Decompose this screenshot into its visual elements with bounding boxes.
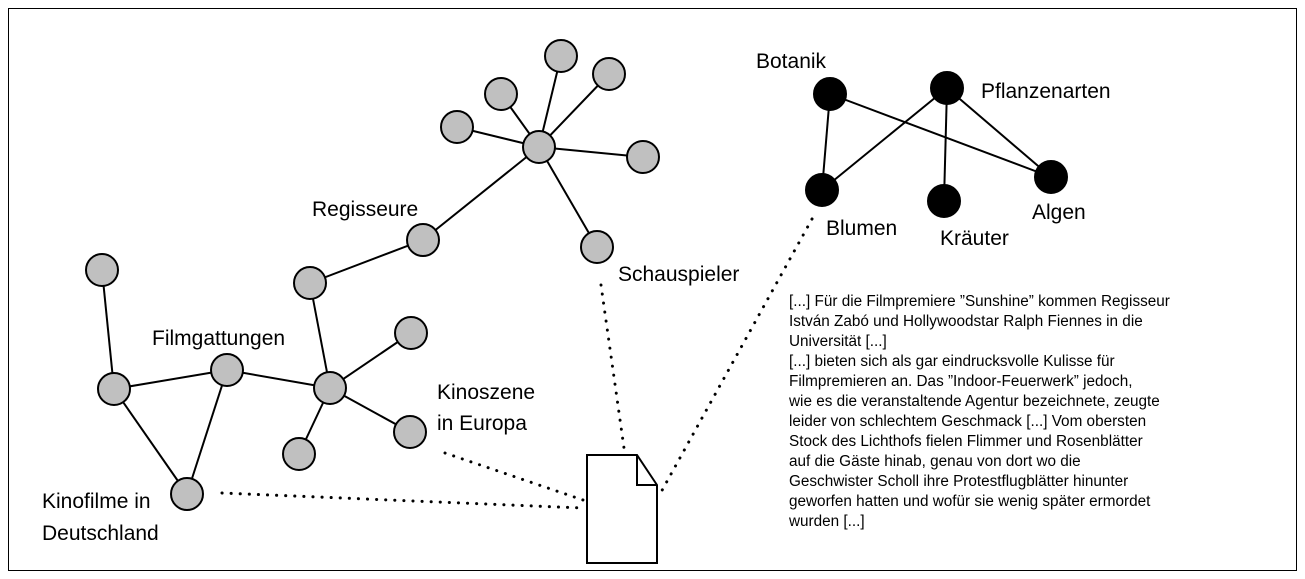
excerpt-line: Geschwister Scholl ihre Protestflugblätt… xyxy=(789,473,1128,490)
edge xyxy=(946,87,1052,178)
excerpt-line: auf die Gäste hinab, genau von dort wo d… xyxy=(789,453,1081,470)
dotted-connector xyxy=(443,451,585,502)
dotted-connector xyxy=(599,283,626,450)
excerpt-line: geworfen hatten und wofür sie wenig spät… xyxy=(789,493,1151,510)
label-kinoszene-line2: in Europa xyxy=(437,412,527,435)
edge xyxy=(829,93,1052,178)
film-node-hub-2 xyxy=(313,371,347,405)
film-node-hub xyxy=(522,130,556,164)
label-pflanzenarten: Pflanzenarten xyxy=(981,80,1111,103)
botany-nodes xyxy=(805,71,1068,218)
film-network-edges xyxy=(101,55,644,495)
label-schauspieler: Schauspieler xyxy=(618,263,739,286)
film-node xyxy=(85,253,119,287)
label-kraeuter: Kräuter xyxy=(940,227,1009,250)
excerpt-line: [...] Für die Filmpremiere ”Sunshine” ko… xyxy=(789,293,1170,310)
edge xyxy=(186,369,228,495)
text-excerpt: [...] Für die Filmpremiere ”Sunshine” ko… xyxy=(788,293,1170,530)
edge xyxy=(309,239,424,284)
label-botanik: Botanik xyxy=(756,50,827,73)
film-node xyxy=(626,140,660,174)
label-kinoszene-line1: Kinoszene xyxy=(437,381,535,404)
botany-network-edges xyxy=(821,87,1052,202)
film-node xyxy=(484,77,518,111)
excerpt-line: wurden [...] xyxy=(788,513,865,530)
excerpt-line: wie es die veranstaltende Agentur bezeic… xyxy=(788,393,1160,410)
edge xyxy=(538,146,644,158)
film-node-kinoszene xyxy=(393,415,427,449)
excerpt-line: leider von schlechtem Geschmack [...] Vo… xyxy=(789,413,1146,430)
label-regisseure: Regisseure xyxy=(312,198,418,221)
edge xyxy=(113,369,228,390)
film-node xyxy=(592,57,626,91)
film-node-filmgattungen xyxy=(210,353,244,387)
edge xyxy=(309,282,331,389)
excerpt-line: Universität [...] xyxy=(789,333,887,350)
edge xyxy=(101,269,115,390)
excerpt-line: Stock des Lichthofs fielen Flimmer und R… xyxy=(789,433,1143,450)
excerpt-line: István Zabó und Hollywoodstar Ralph Fien… xyxy=(789,313,1143,330)
label-kinofilme-line2: Deutschland xyxy=(42,522,159,545)
botany-node-blumen xyxy=(805,173,839,207)
edge xyxy=(113,388,188,495)
excerpt-line: Filmpremieren an. Das ”Indoor-Feuerwerk”… xyxy=(789,373,1132,390)
label-algen: Algen xyxy=(1032,201,1086,224)
label-kinofilme-line1: Kinofilme in xyxy=(42,490,151,513)
edge xyxy=(226,369,331,389)
label-blumen: Blumen xyxy=(826,217,897,240)
film-node xyxy=(293,266,327,300)
edge xyxy=(821,87,948,191)
edge xyxy=(422,146,540,241)
botany-node-kraeuter xyxy=(927,184,961,218)
film-node-kinofilme xyxy=(170,477,204,511)
excerpt-line: [...] bieten sich als gar eindrucksvolle… xyxy=(789,353,1115,370)
dotted-connector xyxy=(220,491,584,510)
botany-node-algen xyxy=(1034,160,1068,194)
botany-node-botanik xyxy=(813,77,847,111)
film-nodes xyxy=(85,39,660,511)
film-node xyxy=(544,39,578,73)
label-filmgattungen: Filmgattungen xyxy=(152,327,285,350)
film-node-schauspieler xyxy=(580,230,614,264)
film-node-regisseure xyxy=(406,223,440,257)
document-connectors xyxy=(220,217,814,510)
edge xyxy=(943,87,948,202)
botany-node-pflanzenarten xyxy=(930,71,964,105)
film-node xyxy=(440,110,474,144)
film-node xyxy=(282,437,316,471)
film-node xyxy=(97,372,131,406)
document-icon xyxy=(586,454,658,564)
edge xyxy=(538,146,598,248)
film-node xyxy=(394,316,428,350)
frame-border xyxy=(8,8,1297,571)
